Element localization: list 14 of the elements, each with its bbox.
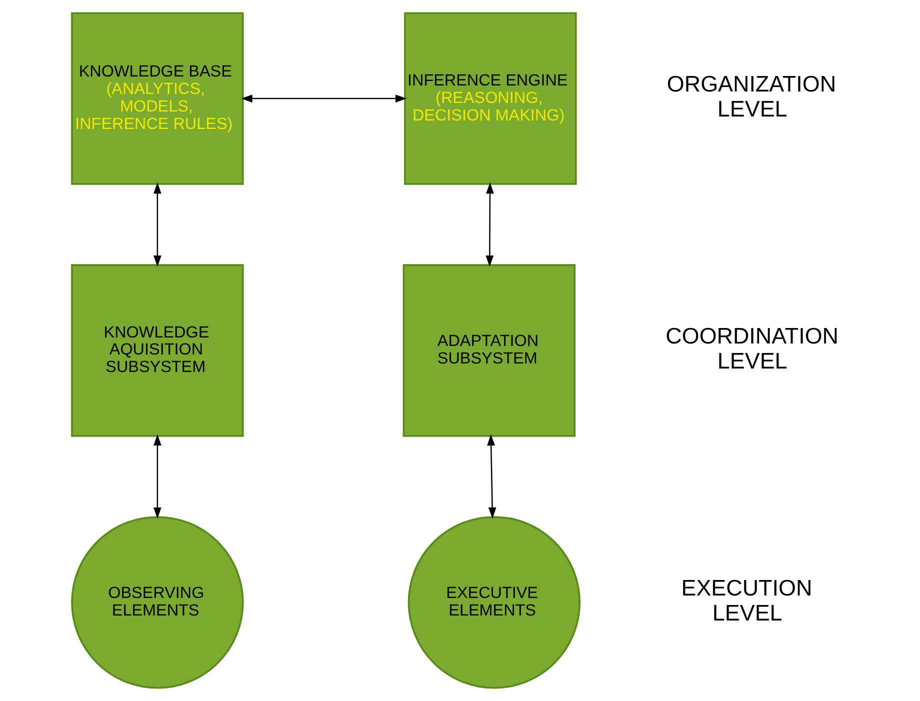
arrow	[486, 434, 496, 519]
label: ORGANIZATION LEVEL	[666, 72, 836, 122]
arrow	[153, 434, 161, 519]
node-box: INFERENCE ENGINE (REASONING, DECISION MAKING)	[404, 12, 576, 185]
arrow	[485, 182, 494, 267]
arrow	[153, 182, 161, 267]
node-circle: OBSERVING ELEMENTS	[70, 516, 244, 689]
node-box: ADAPTATION SUBSYSTEM	[402, 264, 576, 437]
node-circle: EXECUTIVE ELEMENTS	[407, 516, 580, 689]
arrow	[240, 94, 406, 102]
node-box: KNOWLEDGE BASE (ANALYTICS, MODELS, INFERENCE RULES)	[70, 12, 244, 185]
node-box: KNOWLEDGE AQUISITION SUBSYSTEM	[70, 264, 244, 437]
label: EXECUTION LEVEL	[680, 575, 812, 626]
label: COORDINATION LEVEL	[665, 324, 838, 374]
